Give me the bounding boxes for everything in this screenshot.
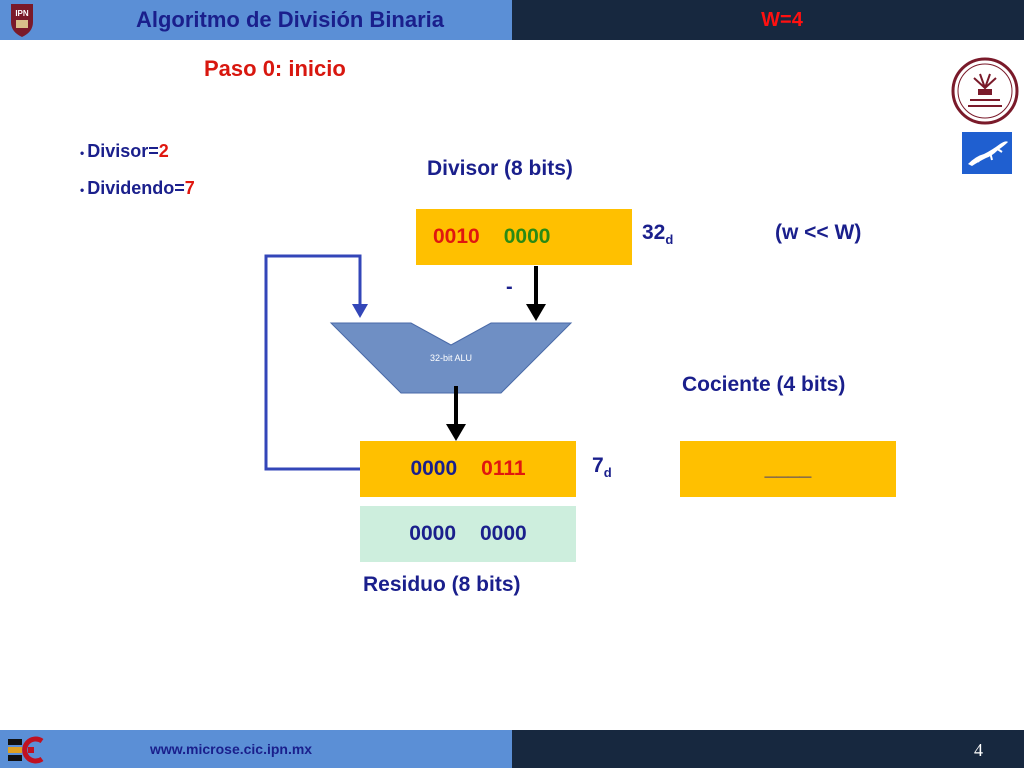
cociente-register-label: Cociente (4 bits): [682, 373, 846, 396]
divisor-register-label: Divisor (8 bits): [427, 157, 573, 180]
svg-text:IPN: IPN: [15, 9, 29, 18]
bullet-dividendo-label: Dividendo=: [87, 178, 185, 198]
page-number: 4: [974, 740, 983, 760]
red-de-computacion-logo-icon: [951, 57, 1019, 125]
alu-label: 32-bit ALU: [430, 353, 472, 363]
bullet-divisor-value: 2: [158, 141, 169, 161]
divisor-shift-note: (w << W): [775, 221, 862, 244]
ipn-crest-icon: IPN: [11, 4, 33, 37]
header-right-band: [512, 0, 1024, 40]
bullet-divisor: •Divisor=2: [80, 141, 169, 162]
divisor-decimal: 32: [642, 221, 666, 244]
cociente-register: ____: [680, 441, 896, 497]
alu-to-residuo-arrowhead: [446, 424, 466, 441]
divisor-decimal-value: 32d: [642, 221, 673, 247]
bullet-dividendo-value: 7: [184, 178, 195, 198]
subtract-operator: -: [506, 276, 513, 298]
residuo-upper-low-nibble: 0111: [481, 457, 526, 480]
lizard-logo-icon: [962, 132, 1012, 174]
cociente-value: ____: [764, 457, 812, 480]
bullet-divisor-label: Divisor=: [87, 141, 159, 161]
cic-logo-icon: [8, 736, 44, 764]
bullet-dot: •: [80, 146, 85, 160]
feedback-path: [264, 254, 362, 471]
bullet-dot: •: [80, 183, 85, 197]
divisor-high-nibble: 0010: [433, 225, 480, 248]
bullet-dividendo: •Dividendo=7: [80, 178, 195, 199]
w-parameter-label: W=4: [761, 9, 803, 31]
residuo-lower-low-nibble: 0000: [480, 522, 527, 545]
footer-left-band: [0, 730, 512, 768]
residuo-decimal-value: 7d: [592, 454, 612, 480]
divisor-decimal-subscript: d: [665, 232, 674, 248]
residuo-register-upper: 0000 0111: [360, 441, 576, 497]
footer-right-band: [512, 730, 1024, 768]
residuo-decimal-subscript: d: [603, 465, 612, 481]
slide-title: Algoritmo de División Binaria: [135, 7, 445, 32]
residuo-register-lower: 0000 0000: [360, 506, 576, 562]
residuo-upper-high-nibble: 0000: [410, 457, 458, 480]
divisor-low-nibble: 0000: [503, 225, 551, 248]
divisor-to-alu-arrowhead: [526, 304, 546, 321]
divisor-register: 0010 0000: [416, 209, 632, 265]
step-title: Paso 0: inicio: [204, 56, 346, 81]
alu-shape: [329, 322, 573, 394]
residuo-lower-high-nibble: 0000: [409, 522, 456, 545]
footer-url[interactable]: www.microse.cic.ipn.mx: [150, 741, 313, 757]
residuo-decimal: 7: [592, 454, 604, 477]
header-left-band: [0, 0, 512, 40]
feedback-arrowhead: [352, 304, 368, 318]
residuo-register-label: Residuo (8 bits): [363, 573, 521, 596]
